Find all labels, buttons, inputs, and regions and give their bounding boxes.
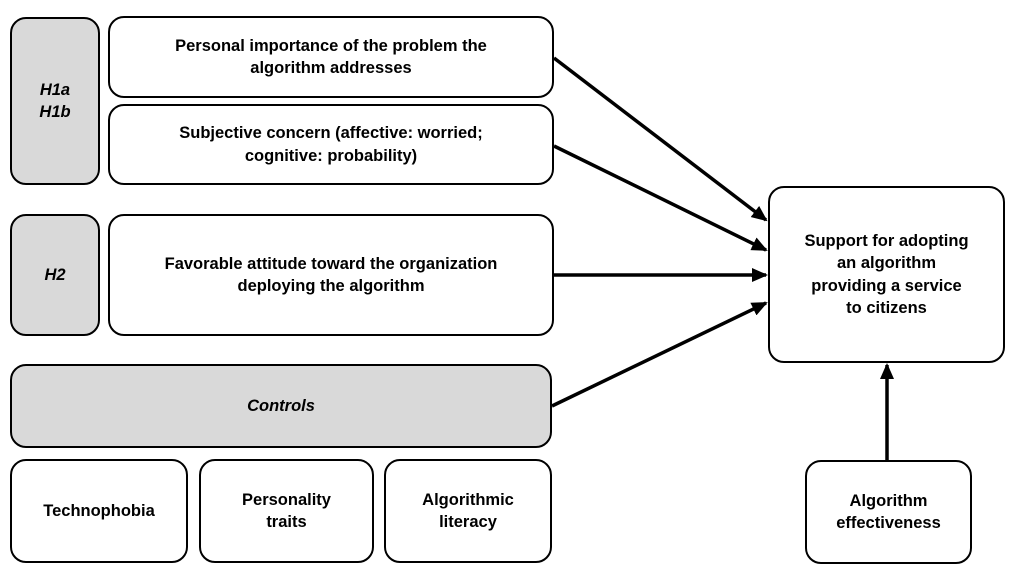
personality-traits-line-2: traits [266,513,307,531]
algorithmic-literacy-line-1: Algorithmic [422,490,514,509]
arrow-controls-to-support [551,301,768,408]
personal-importance-box: Personal importance of the problem the a… [108,16,554,98]
controls-label: Controls [247,396,315,415]
favorable-attitude-line-2: deploying the algorithm [237,277,425,295]
algorithm-effectiveness-box: Algorithm effectiveness [805,460,972,564]
hypothesis-h1b-label: H1b [39,103,71,121]
algorithmic-literacy-line-2: literacy [439,513,497,531]
hypothesis-h1-box: H1a H1b [10,17,100,185]
support-outcome-line-4: to citizens [846,298,927,317]
favorable-attitude-box: Favorable attitude toward the organizati… [108,214,554,336]
support-outcome-line-3: providing a service [811,276,962,295]
technophobia-box: Technophobia [10,459,188,563]
support-outcome-box: Support for adopting an algorithm provid… [768,186,1005,363]
subjective-concern-line-2: cognitive: probability) [244,146,418,165]
subjective-concern-box: Subjective concern (affective: worried; … [108,104,554,185]
algorithm-effectiveness-line-2: effectiveness [836,514,941,532]
personality-traits-box: Personality traits [199,459,374,563]
personal-importance-line-1: Personal importance of the problem the [175,36,487,55]
arrow-importance-to-support [552,56,768,222]
hypothesis-h2-label: H2 [44,265,66,284]
algorithm-effectiveness-line-1: Algorithm [849,491,928,510]
support-outcome-line-2: an algorithm [836,254,936,273]
algorithmic-literacy-box: Algorithmic literacy [384,459,552,563]
personal-importance-line-2: algorithm addresses [250,59,412,77]
subjective-concern-line-1: Subjective concern (affective: worried; [179,124,483,143]
hypothesis-h1a-label: H1a [39,80,71,99]
personality-traits-line-1: Personality [242,490,331,509]
arrow-concern-to-support [553,144,768,252]
favorable-attitude-line-1: Favorable attitude toward the organizati… [164,254,498,273]
controls-box: Controls [10,364,552,448]
hypothesis-h2-box: H2 [10,214,100,336]
technophobia-label: Technophobia [43,501,155,520]
support-outcome-line-1: Support for adopting [804,231,969,250]
